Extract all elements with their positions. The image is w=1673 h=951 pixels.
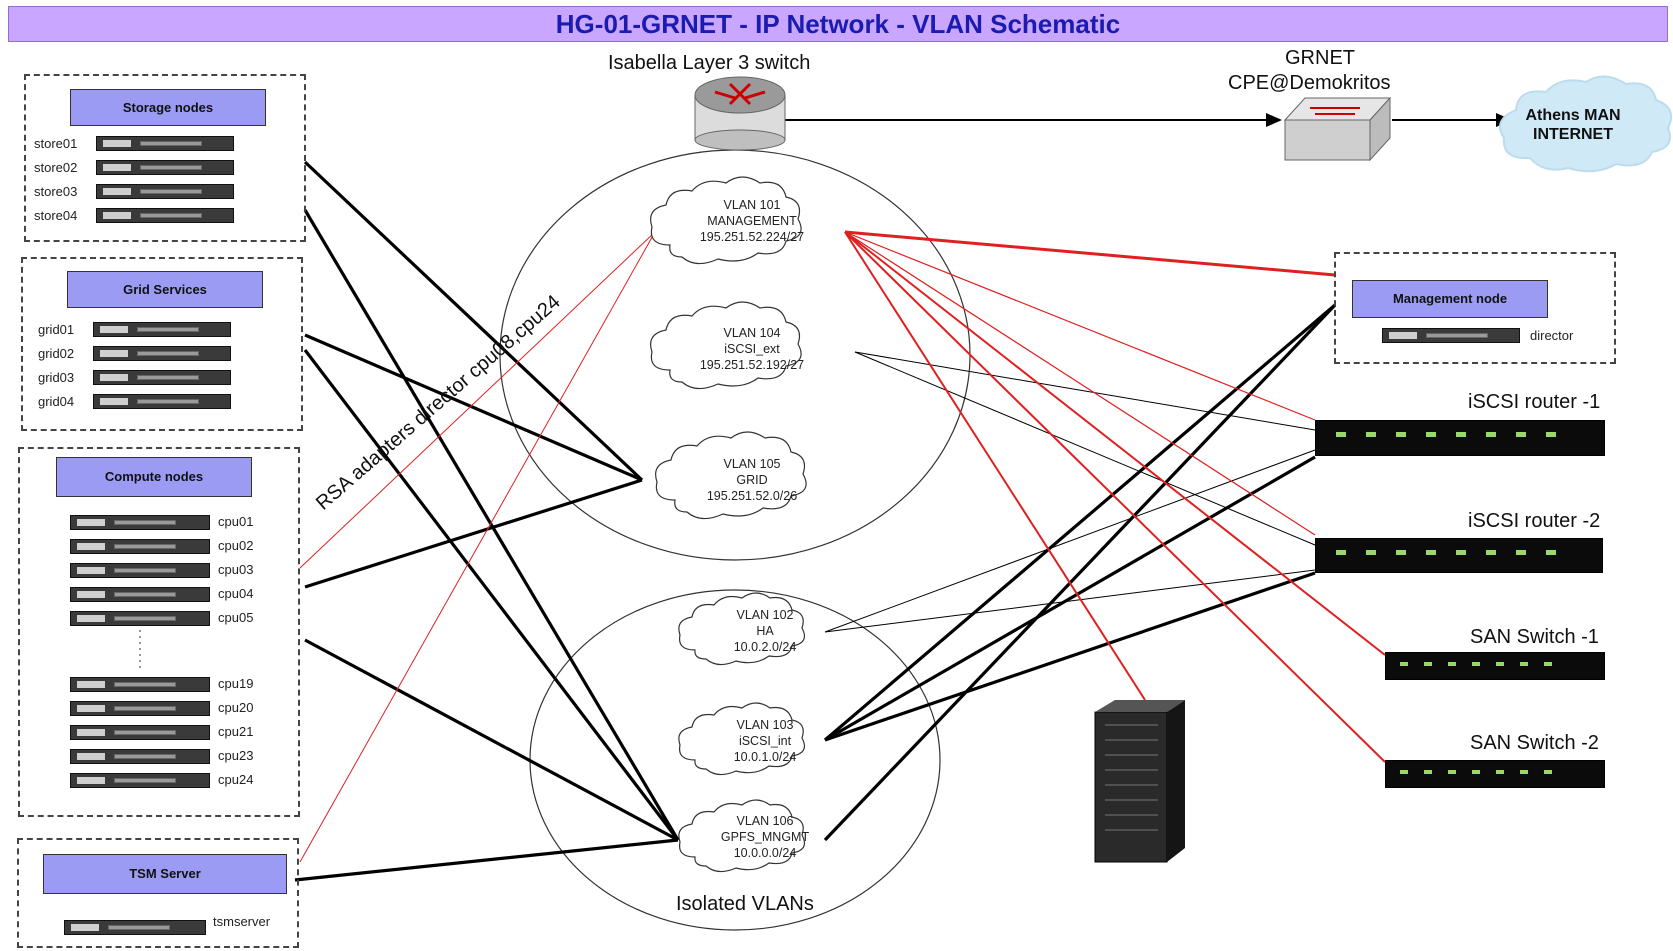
storage-nodes-header: Storage nodes [70,89,266,126]
storage-nodes-group: Storage nodes store01 store02 store03 st… [24,74,306,242]
server-icon [96,208,234,223]
vlan-105: VLAN 105 GRID 195.251.52.0/26 [707,456,797,504]
compute-node-label: cpu01 [218,514,254,529]
server-icon [93,322,231,337]
server-icon [70,539,210,554]
management-links [299,230,1386,863]
grid-services-header: Grid Services [67,271,263,308]
cpe-label-line2: CPE@Demokritos [1228,72,1391,94]
iscsi-router-1-label: iSCSI router -1 [1468,391,1601,413]
server-icon [70,563,210,578]
san-switch-1-label: SAN Switch -1 [1470,626,1599,648]
iscsi-router-2-label: iSCSI router -2 [1468,510,1601,532]
server-icon [70,587,210,602]
vlan-id: VLAN 101 [723,198,781,212]
vlan-106: VLAN 106 GPFS_MNGMT 10.0.0.0/24 [721,813,809,861]
vlan-name: MANAGEMENT [707,214,797,228]
vlan-103: VLAN 103 iSCSI_int 10.0.1.0/24 [734,717,797,765]
compute-node-label: cpu24 [218,772,254,787]
compute-nodes-group: Compute nodes cpu01 cpu02 cpu03 cpu04 cp… [18,447,300,817]
vlan-104: VLAN 104 iSCSI_ext 195.251.52.192/27 [700,325,804,373]
grid-node-label: grid04 [38,394,75,409]
vlan-subnet: 195.251.52.224/27 [699,230,805,244]
server-icon [70,725,210,740]
vlan-name: GPFS_MNGMT [720,830,810,844]
server-icon [93,346,231,361]
cpe-label-line1: GRNET [1285,47,1355,69]
storage-node-label: store01 [34,136,78,151]
vlan-name: HA [756,624,774,638]
san-switch-2-label: SAN Switch -2 [1470,732,1599,754]
diagram-title: HG-01-GRNET - IP Network - VLAN Schemati… [555,9,1121,39]
compute-node-label: cpu23 [218,748,254,763]
vlan-clouds [650,176,807,873]
server-icon [70,611,210,626]
device-ports [1336,432,1556,774]
vlan-name: GRID [736,473,768,487]
vlan-subnet: 195.251.52.0/26 [706,489,798,503]
server-icon [96,136,234,151]
core-router-icon [694,76,786,151]
server-icon [70,773,210,788]
vlan-id: VLAN 106 [736,814,794,828]
compute-node-label: cpu20 [218,700,254,715]
thin-links [824,351,1316,633]
tsm-server-node-label: tsmserver [213,914,271,929]
internet-label-line1: Athens MAN [1525,107,1621,124]
title-bar: HG-01-GRNET - IP Network - VLAN Schemati… [8,6,1668,42]
storage-node-label: store03 [34,184,78,199]
server-icon [1382,328,1520,343]
vlan-id: VLAN 104 [723,326,781,340]
grid-services-group: Grid Services grid01 grid02 grid03 grid0… [21,257,303,431]
isolated-vlans-label: Isolated VLANs [676,893,814,915]
compute-node-label: cpu19 [218,676,254,691]
management-node-label: director [1530,328,1574,343]
server-icon [70,701,210,716]
management-node-header: Management node [1352,280,1548,318]
internet-label: Athens MAN INTERNET [1518,106,1628,144]
compute-node-label: cpu21 [218,724,254,739]
grid-node-label: grid03 [38,370,75,385]
storage-node-label: store04 [34,208,78,223]
vlan-subnet: 10.0.2.0/24 [733,640,797,654]
storage-rack-icon [1094,700,1185,863]
compute-node-label: cpu05 [218,610,254,625]
core-switch-label: Isabella Layer 3 switch [608,52,811,74]
server-icon [64,920,206,935]
vlan-name: iSCSI_ext [724,342,780,356]
compute-node-label: cpu04 [218,586,254,601]
vlan-102: VLAN 102 HA 10.0.2.0/24 [734,607,797,655]
server-icon [93,370,231,385]
tsm-server-header: TSM Server [43,854,287,894]
internet-label-line2: INTERNET [1533,126,1613,143]
server-icon [96,184,234,199]
server-icon [70,677,210,692]
compute-node-label: cpu03 [218,562,254,577]
vlan-id: VLAN 103 [736,718,794,732]
vlan-id: VLAN 105 [723,457,781,471]
compute-nodes-header: Compute nodes [56,457,252,497]
grid-node-label: grid02 [38,346,75,361]
storage-node-label: store02 [34,160,78,175]
vlan-name: iSCSI_int [738,734,792,748]
internet-cloud [1499,75,1672,173]
server-icon [70,749,210,764]
vlan-subnet: 10.0.1.0/24 [733,750,797,764]
server-icon [70,515,210,530]
vlan-subnet: 10.0.0.0/24 [733,846,797,860]
vlan-id: VLAN 102 [736,608,794,622]
vlan-subnet: 195.251.52.192/27 [699,358,805,372]
server-icon [96,160,234,175]
server-icon [93,394,231,409]
tsm-server-group: TSM Server tsmserver [17,838,299,948]
cpe-switch-icon [1283,96,1392,162]
vlan-101: VLAN 101 MANAGEMENT 195.251.52.224/27 [700,197,804,245]
management-node-group: Management node director [1334,252,1616,364]
compute-node-label: cpu02 [218,538,254,553]
grid-node-label: grid01 [38,322,75,337]
